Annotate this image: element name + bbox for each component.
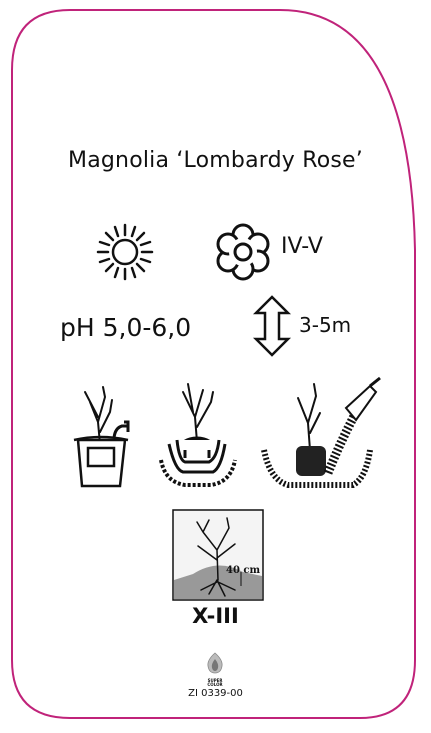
flame-logo-icon (207, 652, 223, 674)
ph-range: pH 5,0-6,0 (60, 313, 192, 342)
hardiness-zone: X-III (192, 604, 239, 628)
bucket-watering-icon (73, 386, 130, 488)
card-border (11, 9, 416, 719)
soil-filling-icon (261, 376, 381, 488)
plant-label-card (10, 9, 419, 720)
flowering-period: IV-V (281, 234, 323, 259)
height-arrow-icon (252, 295, 292, 357)
plant-title: Magnolia ‘Lombardy Rose’ (68, 148, 363, 173)
sun-icon (96, 223, 154, 281)
plant-in-hole-icon (159, 383, 237, 487)
flower-icon (216, 223, 270, 281)
logo-wordmark: SUPER COLOR (207, 678, 223, 687)
planting-depth-label: 40 cm (226, 565, 261, 576)
product-code: ZI 0339-00 (188, 688, 243, 699)
plant-height: 3-5m (299, 313, 352, 337)
planting-depth-icon (172, 509, 264, 601)
